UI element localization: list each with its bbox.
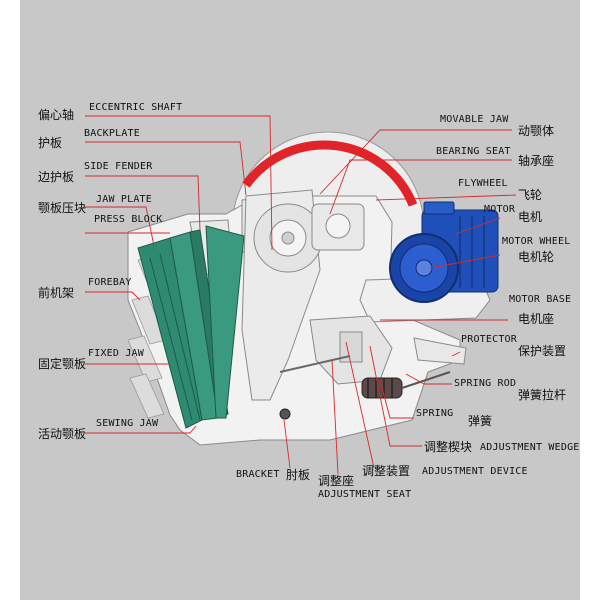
label-motor-base: MOTOR BASE [509, 294, 572, 305]
label-spring-zh: 弹簧 [468, 414, 493, 428]
movable-jaw [241, 189, 323, 401]
label-protector-zh: 保护装置 [518, 344, 567, 358]
label-bracket: BRACKET [236, 469, 280, 480]
label-adjustment-wedge-zh: 调整楔块 [424, 440, 473, 454]
label-backplate-zh: 护板 [38, 136, 63, 150]
label-fixed-jaw: FIXED JAW [88, 348, 144, 359]
motor-wheel [389, 233, 459, 303]
label-backplate: BACKPLATE [84, 128, 140, 139]
label-flywheel-zh: 飞轮 [518, 188, 543, 202]
label-side-fender-zh: 边护板 [38, 170, 75, 184]
label-eccentric-shaft-zh: 偏心轴 [38, 108, 75, 122]
label-fixed-jaw-zh: 固定颚板 [38, 357, 87, 371]
bracket-pin [279, 408, 291, 420]
label-bracket-zh: 肘板 [286, 468, 311, 482]
label-protector: PROTECTOR [461, 334, 517, 345]
label-spring-rod: SPRING ROD [454, 378, 517, 389]
label-motor: MOTOR [484, 204, 516, 215]
label-adjustment-seat: ADJUSTMENT SEAT [318, 489, 412, 500]
label-bearing-seat: BEARING SEAT [436, 146, 511, 157]
label-eccentric-shaft: ECCENTRIC SHAFT [89, 102, 183, 113]
label-spring: SPRING [416, 408, 454, 419]
label-adjustment-wedge: ADJUSTMENT WEDGE [480, 442, 580, 453]
label-sewing-jaw-zh: 活动颚板 [38, 427, 87, 441]
label-jaw-plate: JAW PLATE [96, 194, 152, 205]
label-side-fender: SIDE FENDER [84, 161, 153, 172]
crusher-illustration [85, 115, 517, 475]
label-movable-jaw-zh: 动颚体 [518, 124, 555, 138]
label-forebay: FOREBAY [88, 277, 132, 288]
bearing-seat [311, 203, 365, 251]
label-adjustment-device: ADJUSTMENT DEVICE [422, 466, 528, 477]
label-movable-jaw: MOVABLE JAW [440, 114, 509, 125]
label-sewing-jaw: SEWING JAW [96, 418, 159, 429]
label-motor-wheel: MOTOR WHEEL [502, 236, 571, 247]
label-motor-base-zh: 电机座 [518, 312, 555, 326]
adjustment-assembly [279, 315, 393, 385]
label-spring-rod-zh: 弹簧拉杆 [518, 388, 567, 402]
label-press-block: PRESS BLOCK [94, 214, 163, 225]
leader-lines [85, 115, 517, 475]
label-motor-wheel-zh: 电机轮 [518, 250, 555, 264]
protector [413, 337, 467, 365]
diagram-canvas: 偏心轴 ECCENTRIC SHAFT 护板 BACKPLATE SIDE FE… [20, 0, 580, 600]
label-adjustment-seat-zh: 调整座 [318, 474, 355, 488]
label-flywheel: FLYWHEEL [458, 178, 508, 189]
jaw-plates [137, 225, 245, 429]
label-motor-zh: 电机 [518, 210, 543, 224]
label-bearing-seat-zh: 轴承座 [518, 154, 555, 168]
label-jaw-plate-zh: 颚板压块 [38, 201, 87, 215]
label-forebay-zh: 前机架 [38, 286, 75, 300]
label-adjustment-device-zh: 调整装置 [362, 464, 411, 478]
